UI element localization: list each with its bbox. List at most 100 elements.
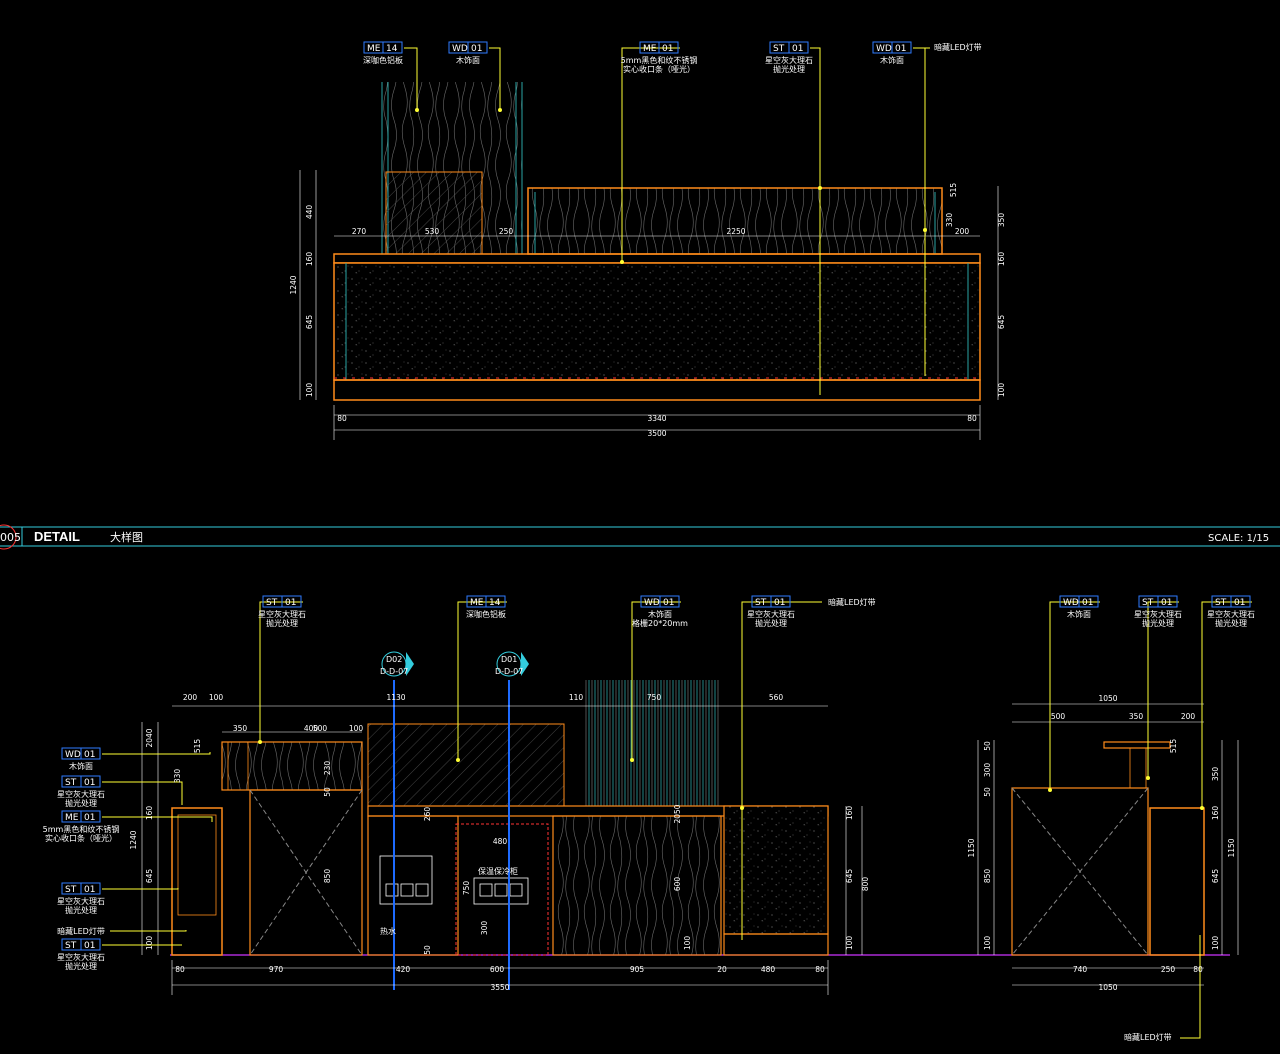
callout-num: 01 [774,598,785,608]
callout-code: ST [1142,598,1154,608]
callout-num: 01 [84,885,95,895]
dimension-value: 300 [480,921,489,936]
leader-line [110,930,187,932]
callout-code: ST [1215,598,1227,608]
dimension-value: 645 [305,315,314,330]
leader-line [404,47,418,110]
hot-water-label: 热水 [380,926,396,936]
dimension-value: 750 [647,693,662,702]
callout-num: 01 [663,598,674,608]
leader-dot [415,108,419,112]
callout-code: WD [876,44,892,54]
dimension-value: 480 [761,965,776,974]
dimension-value: 160 [305,252,314,267]
dimension-value: 160 [997,252,1006,267]
dimension-value: 1130 [386,693,405,702]
dimension-value: 200 [183,693,198,702]
detail-subtitle: 大样图 [110,530,143,544]
dimension-value: 420 [396,965,411,974]
callout-code: ST [65,885,77,895]
dimension-value: 100 [683,936,692,951]
dimension-value: 740 [1073,965,1088,974]
dimension-value: 1240 [129,830,138,849]
callout-code: WD [452,44,468,54]
dimension-value: 1050 [1098,983,1117,992]
leader-dot [1048,788,1052,792]
callout-text: 木饰面 [648,609,672,619]
stone-body [333,262,981,381]
leader-line [102,781,183,805]
dimension-value: 100 [349,724,364,733]
callout-text-2: 抛光处理 [755,618,787,628]
section-marker-d01[interactable]: D01 D-D-07 [495,655,523,676]
section-ref: D-D-07 [495,667,523,676]
dimension-value: 645 [997,315,1006,330]
dimension-value: 1240 [289,275,298,294]
dimension-value: 3340 [647,414,666,423]
side-profile [171,807,223,956]
dimension-value: 100 [1211,936,1220,951]
dimension-value: 100 [997,383,1006,398]
callout-text: 木饰面 [1067,609,1091,619]
dimension-value: 440 [305,205,314,220]
dimension-value: 645 [145,869,154,884]
dimension-value: 2050 [673,804,682,823]
leader-line [457,601,507,760]
dimension-value: 250 [499,227,514,236]
dimension-value: 400 [304,724,319,733]
bottom-left-elevation [141,651,980,995]
dimension-value: 100 [845,936,854,951]
leader-dot [258,740,262,744]
callout-code: ME [65,813,79,823]
section-ref: D-D-07 [380,667,408,676]
dimension-value: 100 [305,383,314,398]
section-marker-d02[interactable]: D02 D-D-07 [380,655,408,676]
dimension-value: 645 [845,869,854,884]
callout-text: 星空灰大理石 [57,896,105,906]
dimension-value: 300 [983,763,992,778]
wood-grille [585,680,719,806]
callout-num: 01 [662,44,673,54]
callout-code: ST [65,778,77,788]
dimension-value: 480 [493,837,508,846]
dimension-value: 100 [209,693,224,702]
dimension-value: 645 [1211,869,1220,884]
dimension-value: 330 [945,213,954,228]
leader-line [1147,601,1179,778]
dimension-value: 160 [145,806,154,821]
dimension-value: 970 [269,965,284,974]
bl-led-label: 暗藏LED灯带 [828,597,876,607]
callout-code: ST [755,598,767,608]
leader-line [621,47,680,262]
callout-text: 木饰面 [880,55,904,65]
dimension-value: 50 [323,787,332,797]
callout-text-2: 实心收口条（哑光） [45,833,117,843]
leader-dot [456,758,460,762]
dimension-value: 330 [173,769,182,784]
callout-text-2: 抛光处理 [1215,618,1247,628]
callout-led[interactable]: 暗藏LED灯带 [57,926,105,936]
counter-top [333,253,981,264]
dimension-value: 200 [1181,712,1196,721]
callout-code: ST [266,598,278,608]
dimension-value: 500 [1051,712,1066,721]
dimension-value: 350 [233,724,248,733]
dimension-value: 560 [769,693,784,702]
